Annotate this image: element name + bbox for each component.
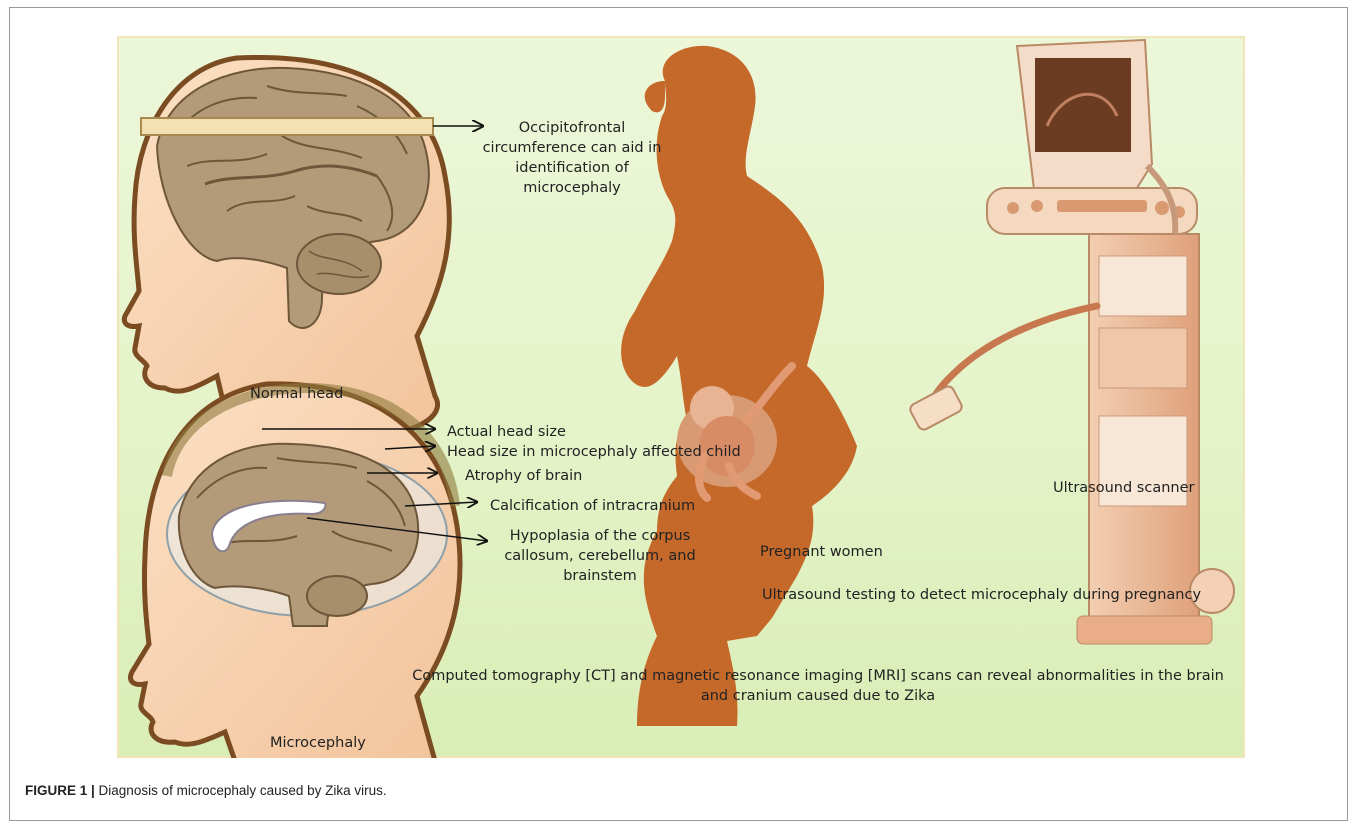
- pregnant-women-label: Pregnant women: [760, 542, 883, 562]
- occipitofrontal-line-1: Occipitofrontal: [472, 118, 672, 138]
- atrophy-label: Atrophy of brain: [465, 466, 582, 486]
- hypoplasia-line-1: Hypoplasia of the corpus: [490, 526, 710, 546]
- occipitofrontal-line-3: identification of: [472, 158, 672, 178]
- caption-text: Diagnosis of microcephaly caused by Zika…: [95, 783, 387, 798]
- hypoplasia-line-2: callosum, cerebellum, and: [490, 546, 710, 566]
- ultrasound-scanner-illustration: [908, 40, 1234, 644]
- actual-head-size-label: Actual head size: [447, 422, 566, 442]
- ct-mri-label: Computed tomography [CT] and magnetic re…: [388, 666, 1248, 706]
- normal-head-label: Normal head: [250, 384, 343, 404]
- microcephaly-label: Microcephaly: [270, 733, 366, 753]
- ultrasound-testing-label: Ultrasound testing to detect microcephal…: [762, 585, 1201, 605]
- occipitofrontal-line-4: microcephaly: [472, 178, 672, 198]
- ct-mri-line-2: and cranium caused due to Zika: [388, 686, 1248, 706]
- figure-caption: FIGURE 1 | Diagnosis of microcephaly cau…: [25, 783, 387, 798]
- normal-head-illustration: [124, 57, 483, 438]
- occipitofrontal-label: Occipitofrontal circumference can aid in…: [472, 118, 672, 198]
- hypoplasia-line-3: brainstem: [490, 566, 710, 586]
- calcification-label: Calcification of intracranium: [490, 496, 695, 516]
- ultrasound-scanner-label: Ultrasound scanner: [1053, 478, 1194, 498]
- hypoplasia-label: Hypoplasia of the corpus callosum, cereb…: [490, 526, 710, 586]
- figure-number: FIGURE 1 |: [25, 783, 95, 798]
- occipitofrontal-line-2: circumference can aid in: [472, 138, 672, 158]
- head-size-microcephaly-label: Head size in microcephaly affected child: [447, 442, 741, 462]
- ct-mri-line-1: Computed tomography [CT] and magnetic re…: [388, 666, 1248, 686]
